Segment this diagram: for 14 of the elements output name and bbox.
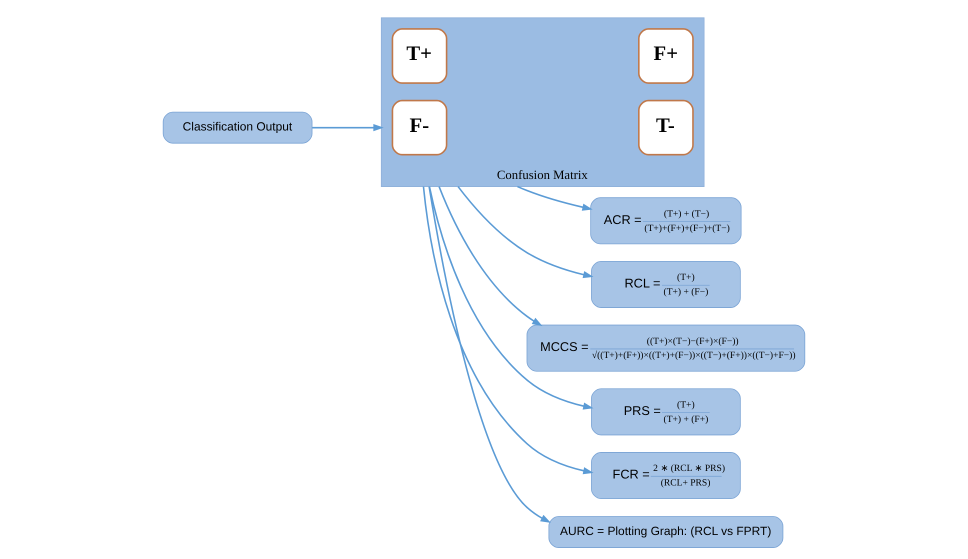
arrow [457, 186, 594, 278]
arrow [438, 186, 542, 326]
arrow [422, 186, 594, 474]
node-box: F+ [638, 28, 694, 84]
node-box: MCCS = ((T+)×(T−)−(F+)×(F−)) √((T+)+(F+))×((T+)+(F−))×((T−)+(F+))×((T−)+F−)) [526, 324, 806, 372]
arrow [428, 186, 594, 410]
arrow [428, 186, 551, 523]
node-box: F- [392, 100, 448, 156]
node-box: AURC = Plotting Graph: (RCL vs FPRT) [548, 516, 784, 548]
node-box: T+ [392, 28, 448, 84]
node-box: T- [638, 100, 694, 156]
arrow [312, 124, 384, 132]
node-box: Classification Output [162, 112, 312, 144]
arrow [517, 186, 593, 211]
